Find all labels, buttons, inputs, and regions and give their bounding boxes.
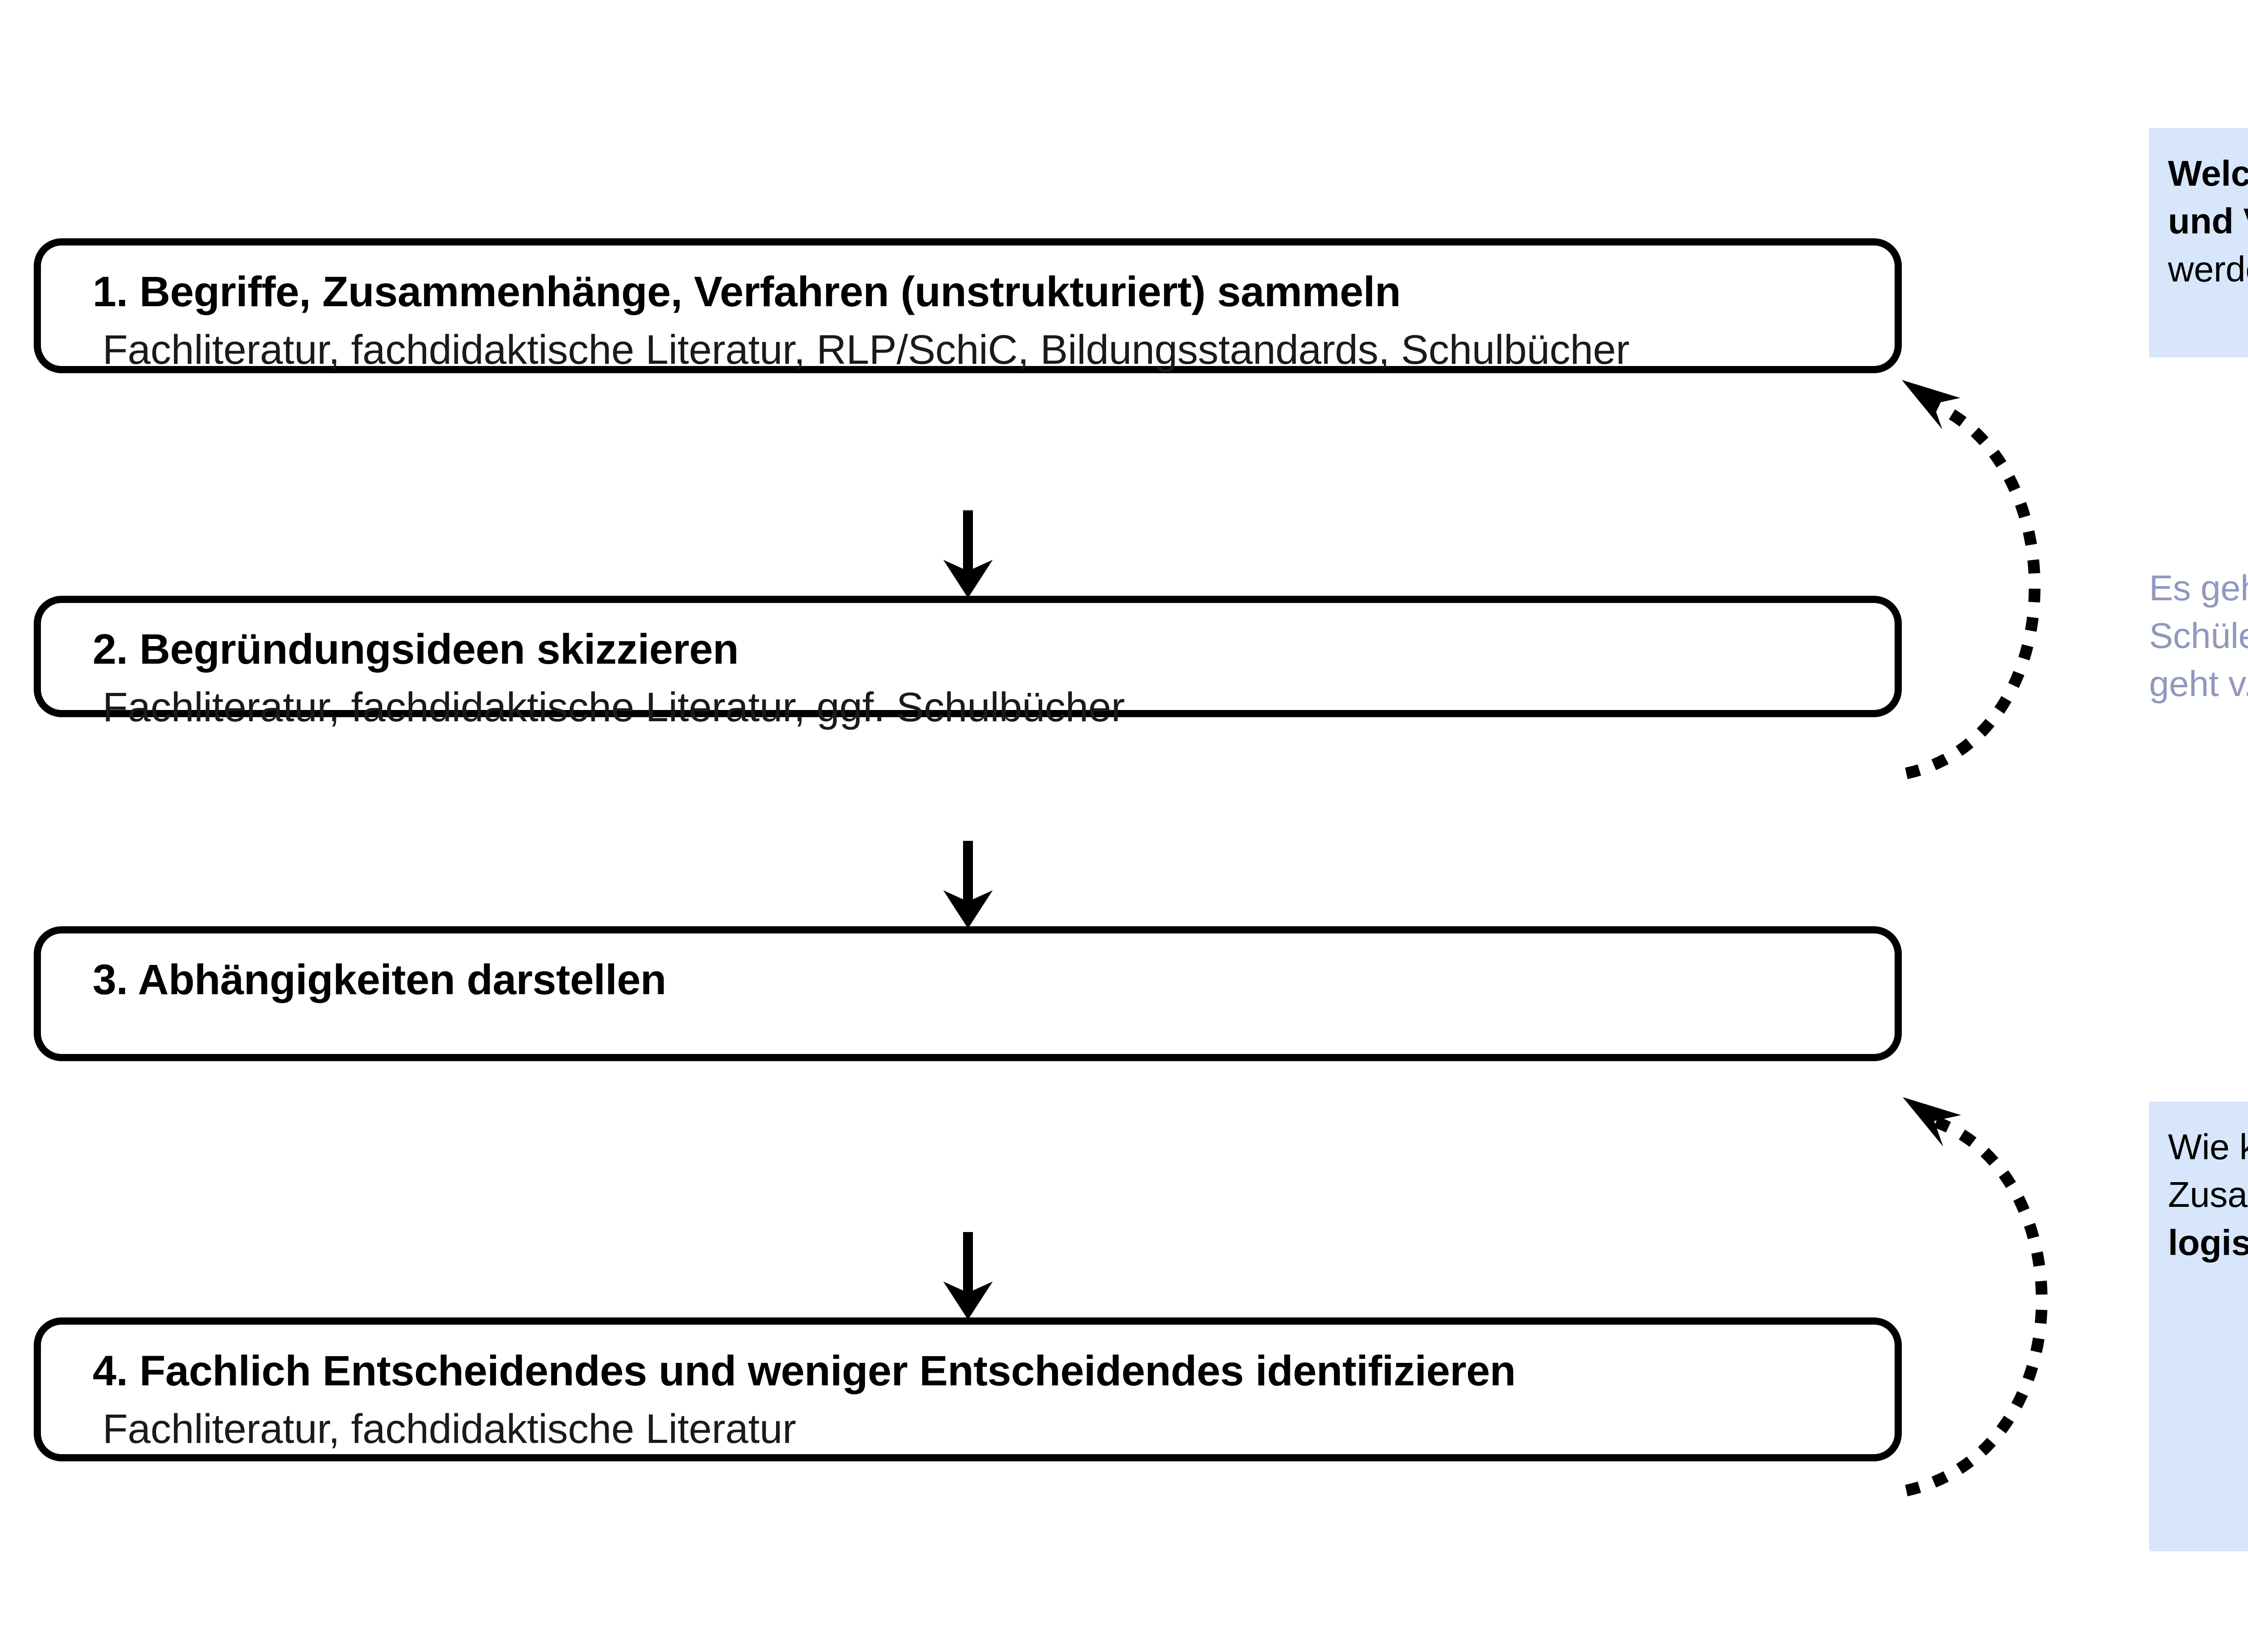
process-flowchart: 1. Begriffe, Zusammenhänge, Verfahren (u… [34, 238, 2048, 1496]
flow-step-4-title: 4. Fachlich Entscheidendes und weniger E… [93, 1347, 1516, 1395]
question-card-text: Welche Begriffe, Zusammenhänge und Verfa… [2168, 153, 2248, 289]
flow-step-1[interactable]: 1. Begriffe, Zusammenhänge, Verfahren (u… [34, 238, 1902, 373]
question-card-text: Wie kann das Netz-werk aus Begriffen, Zu… [2168, 1127, 2248, 1263]
feedback-loop-arrow-2-to-1 [1902, 380, 2041, 779]
section-heading-spezifizieren: Spezifizieren [2113, 0, 2248, 78]
flow-arrow-1-to-2 [943, 510, 993, 598]
question-card-strukturieren-1[interactable]: Wie kann das Netz-werk aus Begriffen, Zu… [2149, 1102, 2248, 1551]
flow-step-1-title: 1. Begriffe, Zusammenhänge, Verfahren (u… [93, 268, 1401, 316]
flow-step-4[interactable]: 4. Fachlich Entscheidendes und weniger E… [34, 1317, 1902, 1461]
flow-arrow-3-to-4 [943, 1232, 993, 1320]
explanatory-note: Es geht bei der Analyse nicht immer daru… [2149, 568, 2248, 704]
flow-step-2-subtitle: Fachliteratur, fachdidaktische Literatur… [103, 684, 1125, 730]
question-panel: Spezifizieren Welche Begriffe, Zusammenh… [2113, 0, 2248, 1652]
question-card-spezifizieren-1[interactable]: Welche Begriffe, Zusammenhänge und Verfa… [2149, 128, 2248, 357]
flow-arrow-2-to-3 [943, 841, 993, 929]
section-heading-strukturieren: Strukturieren [2113, 976, 2248, 1054]
flow-step-2-title: 2. Begründungsideen skizzieren [93, 625, 739, 673]
flow-step-4-subtitle: Fachliteratur, fachdidaktische Literatur [103, 1406, 796, 1452]
flow-step-3-title: 3. Abhängigkeiten darstellen [93, 956, 666, 1004]
flow-step-2[interactable]: 2. Begründungsideen skizzieren Fachliter… [34, 596, 1902, 730]
flow-step-3[interactable]: 3. Abhängigkeiten darstellen [34, 926, 1902, 1061]
feedback-loop-arrow-4-to-3 [1903, 1097, 2048, 1496]
flow-step-1-subtitle: Fachliteratur, fachdidaktische Literatur… [103, 326, 1630, 373]
